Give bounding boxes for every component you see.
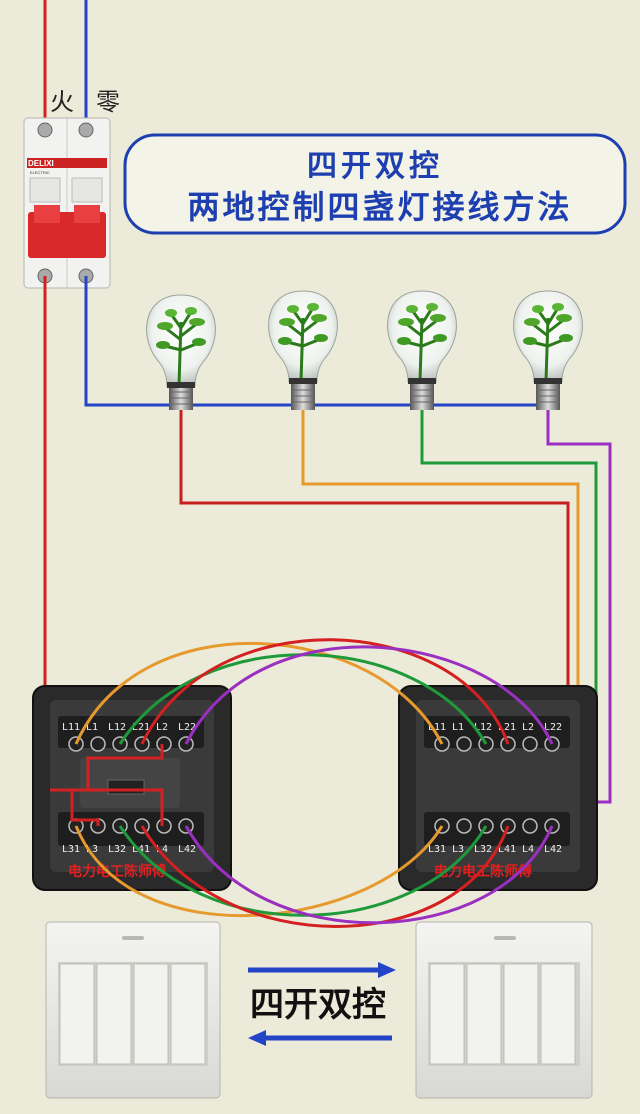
terminal-label: L4 [522,844,534,855]
watermark-left: 电力电工陈师傅 [68,863,166,880]
center-label: 四开双控 [250,985,386,1025]
terminal-label: L22 [178,722,196,733]
terminal-label: L3 [86,844,98,855]
terminal-label: L32 [474,844,492,855]
terminal-label: L41 [498,844,516,855]
title-line1: 四开双控 [307,149,443,184]
title-line2: 两地控制四盏灯接线方法 [187,188,572,226]
terminal-label: L4 [156,844,168,855]
terminal-label: L41 [132,844,150,855]
terminal-labels-left-bottom: L31 L3 L32 L41 L4 L42 [62,844,196,855]
switch-plate-right [415,921,593,1099]
jumper-left [86,744,164,790]
breaker-brand: DELIXI [28,159,54,168]
terminal-label: L32 [108,844,126,855]
label-zero: 零 [96,88,120,116]
arrow-left-icon [248,1030,392,1046]
switch-box-left [32,685,232,891]
light-bulb-icon [268,290,338,410]
terminal-label: L1 [452,722,464,733]
terminal-label: L1 [86,722,98,733]
arrow-right-icon [248,962,396,978]
terminal-label: L21 [498,722,516,733]
breaker-sub: ELECTRIC [30,170,50,175]
light-bulb-icon [146,294,216,410]
terminal-labels-left-top: L11 L1 L12 L21 L2 L22 [62,722,196,733]
terminal-label: L11 [62,722,80,733]
terminal-label: L3 [452,844,464,855]
title-box: 四开双控 两地控制四盏灯接线方法 [123,133,627,235]
terminal-label: L2 [522,722,534,733]
switch-box-right [398,685,598,891]
traveler-wires [74,638,554,928]
terminal-label: L21 [132,722,150,733]
terminal-label: L31 [428,844,446,855]
terminal-label: L12 [108,722,126,733]
terminal-label: L42 [178,844,196,855]
terminal-label: L31 [62,844,80,855]
light-bulb-icon [513,290,583,410]
watermark-right: 电力电工陈师傅 [434,863,532,880]
switch-plate-left [45,921,221,1099]
terminal-label: L12 [474,722,492,733]
terminal-label: L22 [544,722,562,733]
light-bulb-icon [387,290,457,410]
terminal-labels-right-bottom: L31 L3 L32 L41 L4 L42 [428,844,562,855]
terminal-label: L42 [544,844,562,855]
terminal-label: L11 [428,722,446,733]
terminal-label: L2 [156,722,168,733]
label-fire: 火 [50,88,74,116]
jumper-left [70,790,100,826]
terminal-labels-right-top: L11 L1 L12 L21 L2 L22 [428,722,562,733]
neutral-wire-to-bulbs [84,276,548,407]
circuit-breaker: DELIXI ELECTRIC [23,117,111,289]
